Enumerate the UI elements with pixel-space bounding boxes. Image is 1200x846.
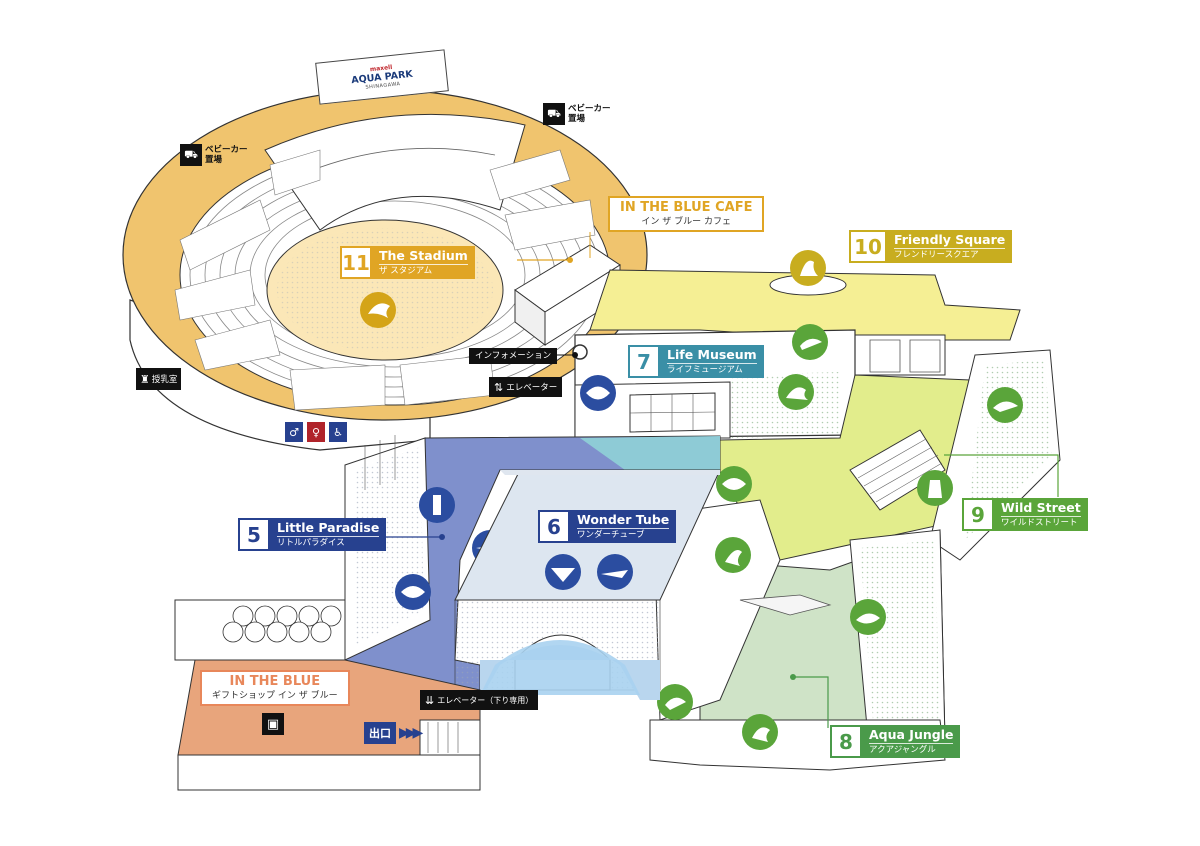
- exit-label: 出口: [364, 722, 396, 744]
- gift-icon: ▣: [262, 713, 284, 735]
- elevator-down-tag: ⇊ エレベーター（下り専用）: [420, 690, 539, 710]
- information-tag: インフォメーション: [469, 348, 558, 364]
- zone-10-label[interactable]: 10 Friendly Square フレンドリースクエア: [849, 230, 1013, 263]
- cafe-label[interactable]: IN THE BLUE CAFE イン ザ ブルー カフェ: [608, 196, 765, 232]
- zone-7-number: 7: [628, 345, 660, 378]
- gift-shop-name-ja: ギフトショップ イン ザ ブルー: [212, 691, 338, 701]
- zone-5-name-ja: リトルパラダイス: [277, 536, 380, 549]
- zone-7-name-ja: ライフミュージアム: [667, 363, 757, 376]
- cafe-name-ja: イン ザ ブルー カフェ: [641, 217, 732, 227]
- zone-11-name-en: The Stadium: [379, 248, 468, 263]
- life-museum-area: [572, 324, 856, 439]
- exit-sign[interactable]: 出口 ▶▶▶: [364, 722, 423, 744]
- zone-6-name-en: Wonder Tube: [577, 512, 670, 527]
- elevator-icon: ⇅ エレベーター: [489, 377, 563, 397]
- stroller-parking-right-text: ベビーカー置場: [568, 104, 611, 124]
- zone-10-number: 10: [849, 230, 887, 263]
- elevator-tag: ⇅ エレベーター: [489, 377, 563, 397]
- wheelchair-icon: ♿: [329, 422, 347, 442]
- zone-11-number: 11: [340, 246, 372, 279]
- zone-7-name-en: Life Museum: [667, 347, 757, 362]
- gift-icon-wrap: ▣: [262, 713, 284, 735]
- gift-shop-name-en: IN THE BLUE: [229, 674, 321, 689]
- gift-shop-area: [174, 599, 481, 791]
- elevator-down-text: エレベーター（下り専用）: [437, 695, 534, 705]
- elevator-icon: ⇊ エレベーター（下り専用）: [420, 690, 539, 710]
- zone-10-name-en: Friendly Square: [894, 232, 1006, 247]
- zone-5-name-en: Little Paradise: [277, 520, 380, 535]
- zone-8-number: 8: [830, 725, 862, 758]
- zone-10-name-ja: フレンドリースクエア: [894, 248, 1006, 261]
- restroom-icons: ♂ ♀ ♿: [285, 422, 347, 442]
- zone-9-name-ja: ワイルドストリート: [1001, 516, 1081, 529]
- zone-11-name-ja: ザ スタジアム: [379, 264, 468, 277]
- wild-street-area: [716, 349, 1061, 561]
- zone-7-label[interactable]: 7 Life Museum ライフミュージアム: [628, 345, 764, 378]
- zone-6-number: 6: [538, 510, 570, 543]
- aqua-jungle-area: [649, 499, 946, 771]
- zone-5-label[interactable]: 5 Little Paradise リトルパラダイス: [238, 518, 387, 551]
- zone-8-name-en: Aqua Jungle: [869, 727, 954, 742]
- stroller-parking-left-text: ベビーカー置場: [205, 145, 248, 165]
- stroller-icon: ⛟: [180, 144, 202, 166]
- zone-11-label[interactable]: 11 The Stadium ザ スタジアム: [340, 246, 475, 279]
- zone-5-number: 5: [238, 518, 270, 551]
- toilet-women-icon: ♀: [307, 422, 325, 442]
- nursing-room-text: 授乳室: [151, 375, 178, 385]
- little-paradise-area: [339, 435, 721, 721]
- exit-arrows-icon: ▶▶▶: [399, 725, 423, 741]
- toilet-men-icon: ♂: [285, 422, 303, 442]
- cafe-name-en: IN THE BLUE CAFE: [620, 200, 753, 215]
- elevator-text: エレベーター: [506, 383, 558, 393]
- zone-8-label[interactable]: 8 Aqua Jungle アクアジャングル: [830, 725, 961, 758]
- friendly-square-area: [589, 250, 1021, 376]
- nursing-room: ♜ 授乳室: [136, 368, 182, 390]
- stroller-icon: ⛟: [543, 103, 565, 125]
- zone-6-name-ja: ワンダーチューブ: [577, 528, 670, 541]
- zone-6-label[interactable]: 6 Wonder Tube ワンダーチューブ: [538, 510, 677, 543]
- zone-9-label[interactable]: 9 Wild Street ワイルドストリート: [962, 498, 1088, 531]
- stadium-seating: [174, 149, 596, 411]
- gift-shop-label[interactable]: IN THE BLUE ギフトショップ イン ザ ブルー: [200, 670, 350, 706]
- zone-8-name-ja: アクアジャングル: [869, 743, 954, 756]
- nursing-room-icon: ♜ 授乳室: [136, 368, 182, 390]
- zone-9-name-en: Wild Street: [1001, 500, 1081, 515]
- stroller-parking-right: ⛟ ベビーカー置場: [543, 103, 612, 125]
- zone-9-number: 9: [962, 498, 994, 531]
- stroller-parking-left: ⛟ ベビーカー置場: [180, 144, 249, 166]
